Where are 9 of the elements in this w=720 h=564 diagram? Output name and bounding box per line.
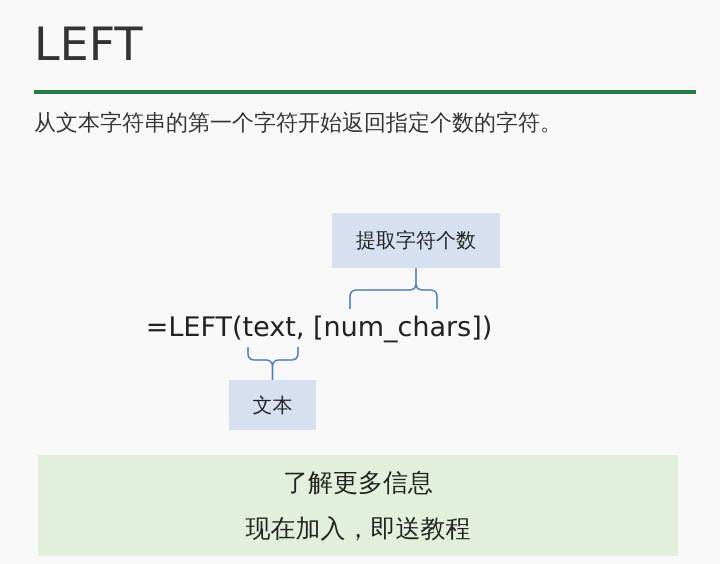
title: LEFT <box>34 16 142 72</box>
description-text: 从文本字符串的第一个字符开始返回指定个数的字符。 <box>34 110 562 138</box>
label-box: 文本 <box>229 380 316 430</box>
banner-text: 了解更多信息 <box>283 466 433 498</box>
formula-text: =LEFT(text, [num_chars]) <box>146 311 492 345</box>
brace-leader-line <box>349 267 438 310</box>
banner-text: 现在加入，即送教程 <box>246 512 470 544</box>
banner-box <box>38 455 678 556</box>
label-box: 提取字符个数 <box>332 213 500 268</box>
